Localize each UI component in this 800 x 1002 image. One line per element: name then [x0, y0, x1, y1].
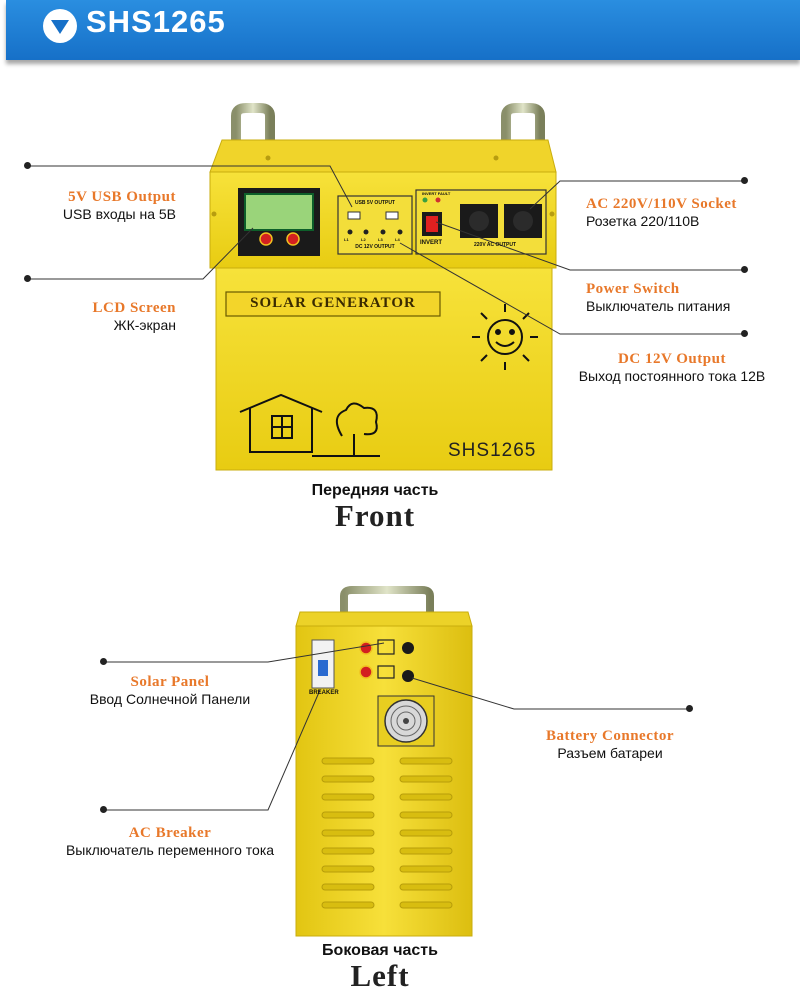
breaker-callout-title: AC Breaker — [128, 825, 212, 841]
usb-callout-dot — [24, 162, 31, 169]
breaker-text: BREAKER — [309, 690, 339, 696]
front-callout-lines — [28, 165, 744, 335]
page-title: SHS1265 — [86, 4, 226, 39]
left-caption-ru: Боковая часть — [322, 942, 438, 959]
dc-callout: DC 12V Output Выход постоянного тока 12В — [556, 351, 788, 384]
lcd-callout-subtitle: ЖК-экран — [113, 317, 176, 333]
front-handle-left — [231, 103, 275, 140]
invert-text: INVERT — [420, 240, 443, 246]
front-device — [209, 103, 557, 471]
dc-port-l4: L4 — [395, 237, 400, 242]
lcd-callout: LCD Screen ЖК-экран — [24, 300, 176, 333]
power-callout: Power Switch Выключатель питания — [586, 281, 730, 314]
power-callout-subtitle: Выключатель питания — [586, 298, 731, 314]
breaker-callout-subtitle: Выключатель переменного тока — [65, 842, 275, 858]
header-banner: SHS1265 — [6, 0, 800, 60]
power-callout-title: Power Switch — [586, 281, 680, 297]
chevron-down-icon — [43, 9, 77, 43]
left-callout-lines — [104, 642, 690, 811]
usb-callout-subtitle: USB входы на 5В — [62, 206, 176, 222]
side-vents — [321, 757, 453, 909]
solar-generator-label — [225, 291, 441, 317]
front-handle-right — [501, 103, 545, 140]
solar-terminal-red — [359, 641, 373, 655]
ac-callout-title: AC 220V/110V Socket — [586, 196, 737, 212]
solar-callout-dot — [100, 658, 107, 665]
front-caption-ru: Передняя часть — [311, 482, 439, 499]
dc-port-l1: L1 — [344, 237, 349, 242]
battery-terminal-red — [359, 665, 373, 679]
usb-callout-title: 5V USB Output — [68, 189, 176, 205]
solar-generator-text: SOLAR GENERATOR — [250, 295, 416, 311]
left-handle — [340, 586, 434, 612]
dc-callout-title: DC 12V Output — [618, 351, 726, 367]
solar-callout-subtitle: Ввод Солнечной Панели — [89, 691, 251, 707]
usb-panel-title: USB 5V OUTPUT — [354, 200, 395, 206]
dc-callout-subtitle: Выход постоянного тока 12В — [578, 368, 766, 384]
front-model-text: SHS1265 — [448, 440, 537, 461]
lcd-callout-title: LCD Screen — [92, 300, 176, 316]
lcd-screen — [244, 193, 314, 231]
ac-output-text: 220V AC OUTPUT — [474, 242, 517, 248]
lcd-button-left — [259, 232, 273, 246]
ac-callout-subtitle: Розетка 220/110В — [586, 213, 700, 229]
battery-callout-dot — [686, 705, 693, 712]
solar-callout-title: Solar Panel — [130, 674, 210, 690]
usb-callout: 5V USB Output USB входы на 5В — [24, 189, 176, 222]
left-device — [295, 586, 473, 937]
invert-fault-text: INVERT FAULT — [422, 191, 451, 196]
ac-callout: AC 220V/110V Socket Розетка 220/110В — [586, 196, 737, 229]
battery-callout-subtitle: Разъем батареи — [557, 745, 663, 761]
battery-callout: Battery Connector Разъем батареи — [510, 728, 710, 761]
lcd-callout-dot — [24, 275, 31, 282]
ac-callout-dot — [741, 177, 748, 184]
dc-callout-dot — [741, 330, 748, 337]
solar-callout: Solar Panel Ввод Солнечной Панели — [60, 674, 280, 707]
dc-port-l3: L3 — [378, 237, 383, 242]
solar-terminal-black — [402, 642, 414, 654]
breaker-callout-dot — [100, 806, 107, 813]
usb-dc-panel — [337, 195, 413, 255]
left-caption-en: Left — [350, 958, 410, 993]
battery-terminal-black — [402, 670, 414, 682]
breaker-callout: AC Breaker Выключатель переменного тока — [30, 825, 310, 858]
lcd-button-right — [286, 232, 300, 246]
sun-drawing — [472, 304, 538, 370]
front-caption-en: Front — [334, 498, 416, 533]
dc-port-l2: L2 — [361, 237, 366, 242]
power-callout-dot — [741, 266, 748, 273]
dc-panel-title: DC 12V OUTPUT — [355, 244, 395, 250]
house-drawing — [239, 393, 380, 457]
battery-callout-title: Battery Connector — [545, 728, 675, 744]
